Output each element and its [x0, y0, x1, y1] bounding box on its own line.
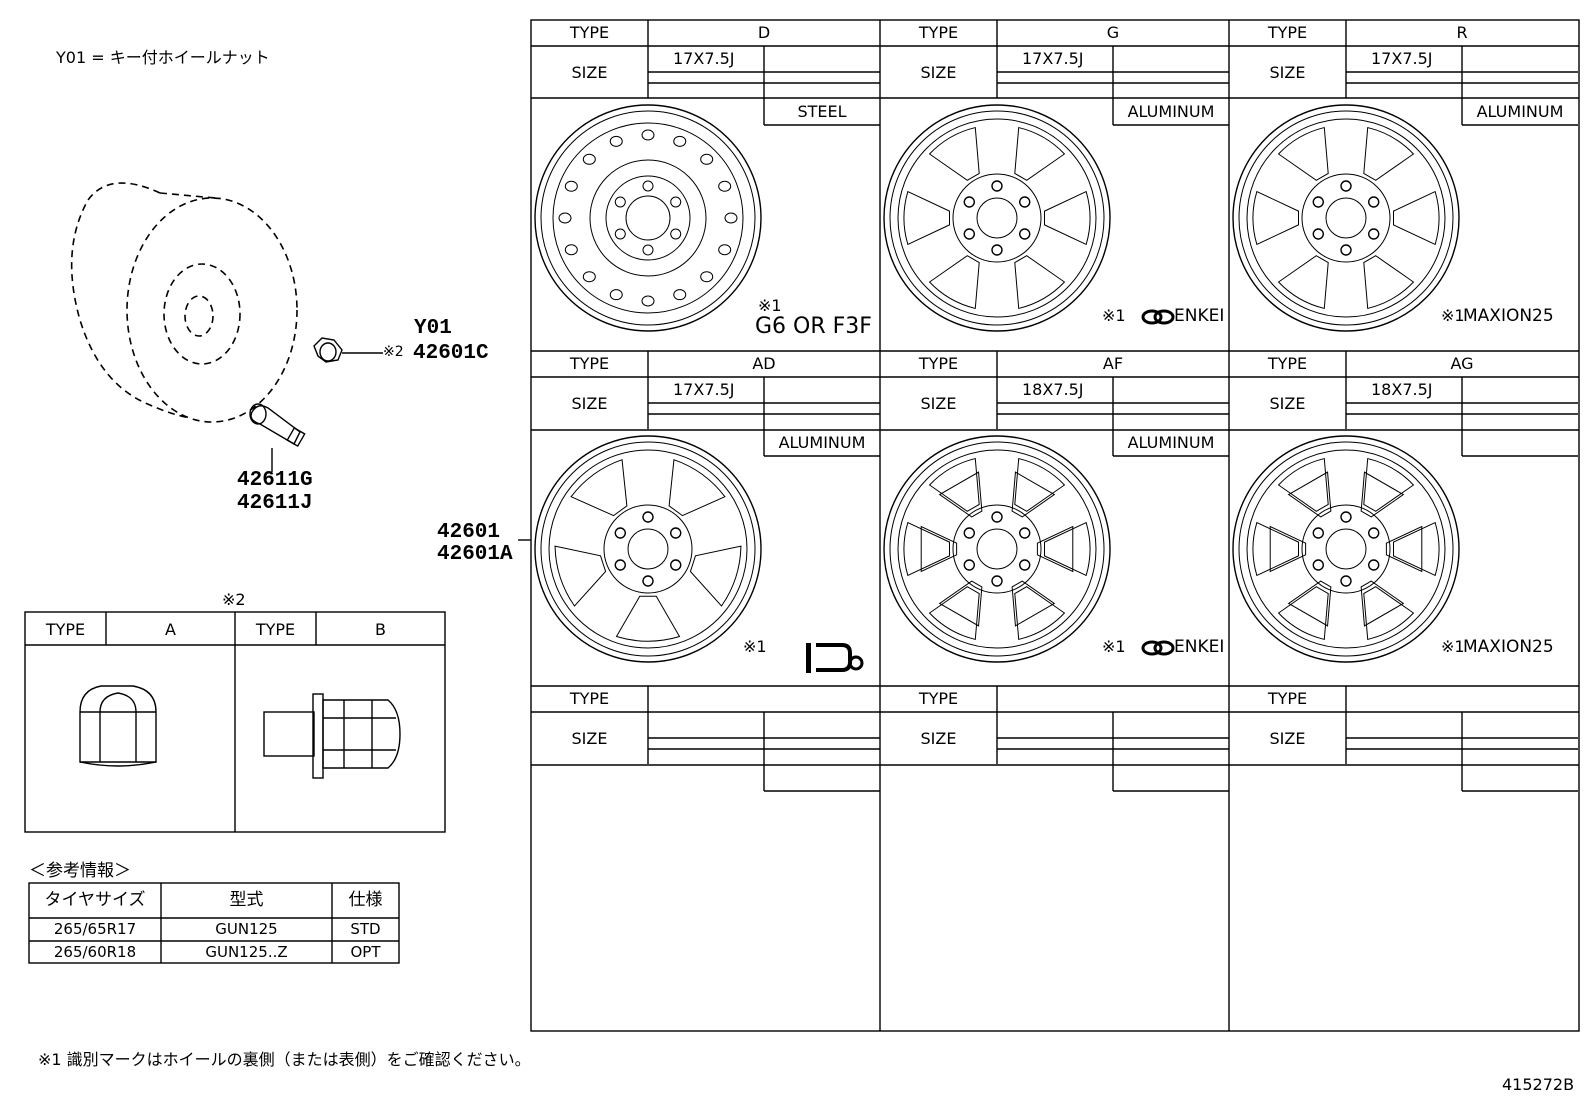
id-note-mark: ※1: [1441, 306, 1465, 325]
id-note-mark: ※1: [758, 296, 782, 315]
note2-mark: ※2: [383, 344, 404, 360]
type-label: TYPE: [1267, 354, 1308, 373]
size-value: 17X7.5J: [673, 49, 735, 68]
type-value: R: [1456, 23, 1468, 42]
five-spoke-wheel-icon: [534, 435, 762, 663]
ref-header-model: 型式: [229, 890, 264, 910]
ref-row1-model: GUN125: [215, 920, 278, 938]
material-label: STEEL: [797, 102, 847, 121]
id-mark: G6 OR F3F: [755, 314, 872, 339]
material-label: ALUMINUM: [778, 433, 866, 452]
nut-type-value-a: A: [165, 620, 176, 639]
split-spoke-wheel-icon: [883, 435, 1111, 663]
split-spoke-wheel-icon: [1232, 435, 1460, 663]
material-label: ALUMINUM: [1476, 102, 1564, 121]
id-mark: ENKEI: [1174, 306, 1225, 326]
ref-row1-tire-size: 265/65R17: [53, 920, 137, 938]
type-label: TYPE: [569, 23, 610, 42]
size-label: SIZE: [1269, 394, 1306, 413]
type-label: TYPE: [1267, 23, 1308, 42]
ad-logo-icon: [806, 643, 864, 673]
type-label: TYPE: [918, 23, 959, 42]
id-note-mark: ※1: [743, 637, 767, 656]
type-label: TYPE: [569, 689, 610, 708]
reference-title: ＜参考情報＞: [29, 861, 131, 881]
ref-header-tire-size: タイヤサイズ: [44, 890, 146, 910]
type-value: G: [1106, 23, 1120, 42]
legend-line: Y01 = キー付ホイールナット: [56, 48, 270, 67]
tire-phantom-icon: [70, 182, 298, 423]
type-value: AF: [1102, 354, 1124, 373]
wheel-grid-lines: [530, 19, 1580, 1032]
material-label: ALUMINUM: [1127, 102, 1215, 121]
key-nut-part-number: 42601C: [413, 342, 489, 365]
wheel-part-number-1: 42601: [437, 521, 501, 544]
nut-table-lines: [24, 611, 446, 833]
ref-header-spec: 仕様: [348, 890, 383, 910]
id-note-mark: ※1: [1102, 637, 1126, 656]
id-mark: MAXION25: [1463, 637, 1554, 657]
steel-wheel-icon: [534, 104, 762, 332]
size-value: 17X7.5J: [1371, 49, 1433, 68]
id-note-mark: ※1: [1441, 637, 1465, 656]
valve-part-number-2: 42611J: [237, 492, 313, 515]
size-label: SIZE: [571, 729, 608, 748]
ref-row2-tire-size: 265/60R18: [53, 943, 137, 961]
type-label: TYPE: [918, 354, 959, 373]
id-mark: MAXION25: [1463, 306, 1554, 326]
figure-id: 415272B: [1502, 1075, 1575, 1094]
size-value: 17X7.5J: [673, 380, 735, 399]
ref-row2-model: GUN125..Z: [205, 943, 288, 961]
footnote: ※1 識別マークはホイールの裏側（または表側）をご確認ください。: [38, 1050, 531, 1069]
ref-row1-spec: STD: [350, 920, 381, 938]
nut-table-note-mark: ※2: [222, 590, 246, 609]
wheel-grid-columns: [647, 20, 1578, 792]
wheel-part-number-2: 42601A: [437, 543, 513, 566]
key-nut-icon: [313, 337, 383, 363]
six-spoke-wheel-icon: [1232, 104, 1460, 332]
material-label: ALUMINUM: [1127, 433, 1215, 452]
nut-type-label-b: TYPE: [255, 620, 296, 639]
type-label: TYPE: [569, 354, 610, 373]
size-label: SIZE: [1269, 729, 1306, 748]
size-label: SIZE: [571, 394, 608, 413]
size-label: SIZE: [920, 63, 957, 82]
size-value: 18X7.5J: [1371, 380, 1433, 399]
cap-nut-icon: [79, 685, 157, 767]
size-label: SIZE: [571, 63, 608, 82]
type-value: AG: [1450, 354, 1474, 373]
type-value: AD: [752, 354, 776, 373]
size-value: 18X7.5J: [1022, 380, 1084, 399]
id-note-mark: ※1: [1102, 306, 1126, 325]
nut-type-label-a: TYPE: [45, 620, 86, 639]
reference-table-lines: [28, 882, 400, 964]
size-label: SIZE: [1269, 63, 1306, 82]
type-value: D: [757, 23, 771, 42]
size-value: 17X7.5J: [1022, 49, 1084, 68]
enkei-logo-icon: [1141, 309, 1175, 325]
six-spoke-wheel-icon: [883, 104, 1111, 332]
nut-type-value-b: B: [375, 620, 386, 639]
enkei-logo-icon: [1141, 640, 1175, 656]
ref-row2-spec: OPT: [350, 943, 381, 961]
size-label: SIZE: [920, 729, 957, 748]
type-label: TYPE: [1267, 689, 1308, 708]
valve-part-number-1: 42611G: [237, 469, 313, 492]
size-label: SIZE: [920, 394, 957, 413]
id-mark: ENKEI: [1174, 637, 1225, 657]
key-nut-code: Y01: [414, 317, 452, 340]
flange-nut-icon: [263, 693, 401, 779]
type-label: TYPE: [918, 689, 959, 708]
valve-stem-icon: [249, 403, 306, 472]
